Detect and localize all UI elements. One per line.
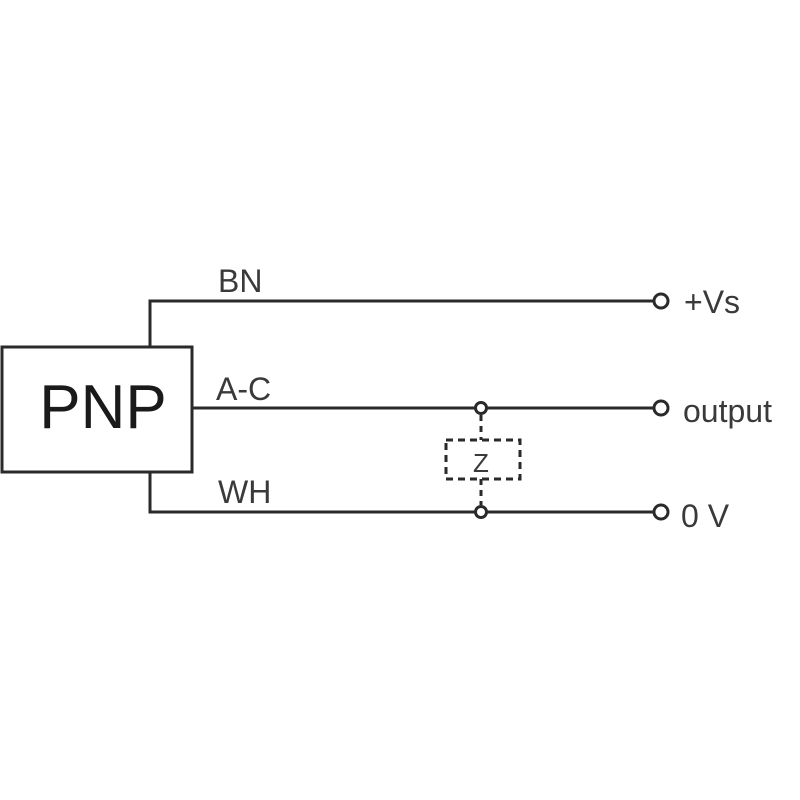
terminal-output	[652, 399, 670, 417]
terminal-0v-label: 0 V	[681, 498, 730, 534]
terminal-vs	[652, 292, 670, 310]
pnp-device-box	[0, 345, 194, 474]
wire-ac-label: A-C	[216, 371, 271, 407]
wire-wh-label: WH	[218, 474, 271, 510]
terminal-output-label: output	[683, 393, 772, 429]
terminal-0v	[652, 503, 670, 521]
wire-bn-label: BN	[218, 263, 262, 299]
load-label: Z	[473, 448, 489, 478]
wire-bn	[148, 299, 654, 347]
terminal-vs-label: +Vs	[684, 284, 740, 320]
junction-0v	[474, 505, 488, 519]
load-box	[444, 438, 522, 481]
junction-output	[474, 401, 488, 415]
device-label: PNP	[39, 373, 166, 442]
load-z: Z	[444, 415, 522, 505]
